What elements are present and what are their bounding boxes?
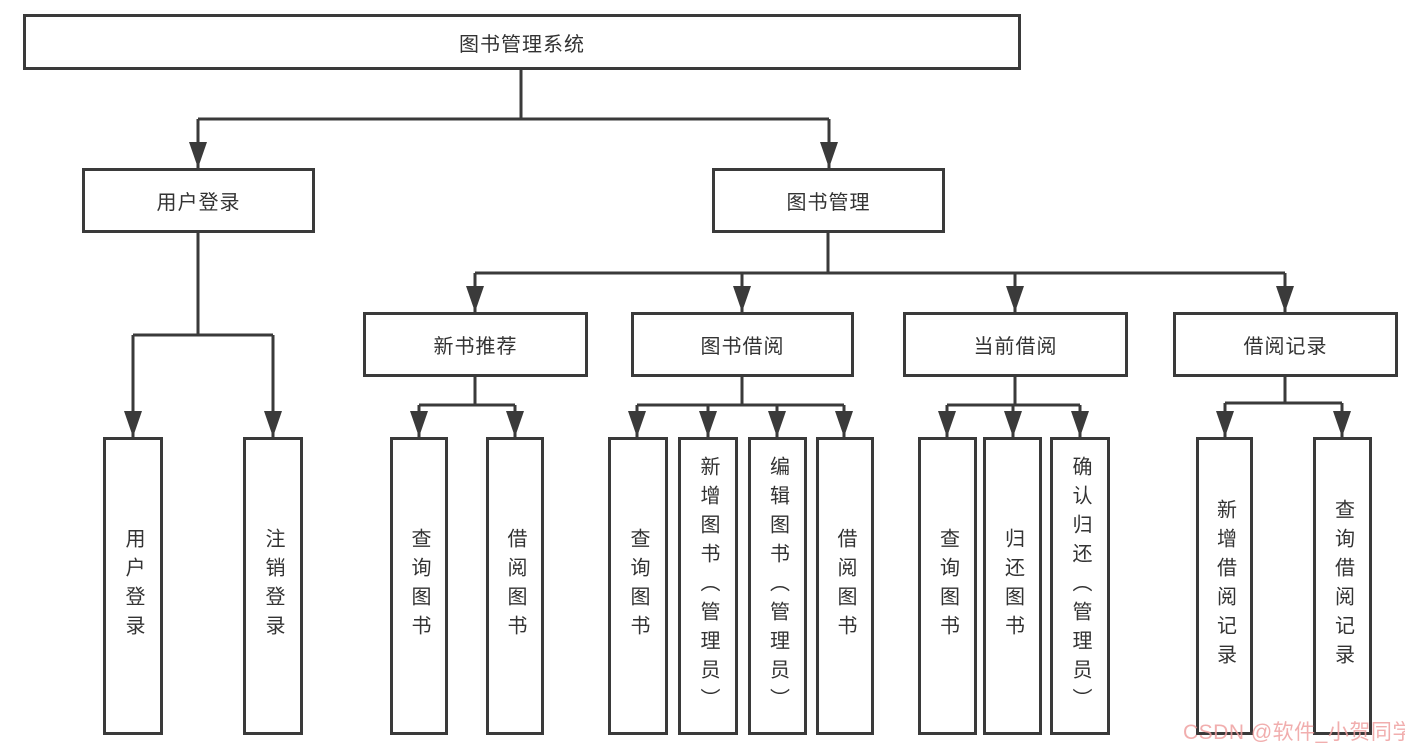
leaf-record-add-record: 新增借阅记录 bbox=[1196, 437, 1253, 735]
node-label: 确认归还（管理员） bbox=[1069, 455, 1091, 717]
node-label: 归还图书 bbox=[1001, 528, 1024, 644]
node-label: 查询图书 bbox=[627, 528, 649, 644]
leaf-user-login: 用户登录 bbox=[103, 437, 163, 735]
node-label: 借阅图书 bbox=[834, 528, 856, 644]
node-label: 当前借阅 bbox=[973, 336, 1058, 358]
leaf-recommend-query-book: 查询图书 bbox=[390, 437, 448, 735]
arrowheads bbox=[124, 142, 1351, 437]
node-label: 图书管理 bbox=[786, 192, 871, 214]
node-current-borrow: 当前借阅 bbox=[903, 312, 1128, 377]
leaf-current-return-book: 归还图书 bbox=[983, 437, 1042, 735]
node-label: 借阅记录 bbox=[1243, 336, 1328, 358]
leaf-logout: 注销登录 bbox=[243, 437, 303, 735]
csdn-watermark: CSDN @软件_小贺同学 bbox=[1183, 721, 1405, 744]
node-label: 新增图书（管理员） bbox=[697, 455, 719, 717]
node-library-management-system: 图书管理系统 bbox=[23, 14, 1021, 70]
node-new-book-recommend: 新书推荐 bbox=[363, 312, 588, 377]
leaf-borrow-edit-book-admin: 编辑图书（管理员） bbox=[748, 437, 807, 735]
node-label: 借阅图书 bbox=[504, 528, 526, 644]
leaf-borrow-add-book-admin: 新增图书（管理员） bbox=[678, 437, 738, 735]
node-label: 新增借阅记录 bbox=[1213, 499, 1236, 673]
node-book-management: 图书管理 bbox=[712, 168, 945, 233]
leaf-recommend-borrow-book: 借阅图书 bbox=[486, 437, 544, 735]
node-label: 用户登录 bbox=[122, 528, 144, 644]
node-label: 查询图书 bbox=[936, 528, 959, 644]
node-label: 图书管理系统 bbox=[459, 33, 585, 56]
node-book-borrow: 图书借阅 bbox=[631, 312, 854, 377]
leaf-current-confirm-return-admin: 确认归还（管理员） bbox=[1050, 437, 1110, 735]
leaf-record-query-record: 查询借阅记录 bbox=[1313, 437, 1372, 735]
node-label: 用户登录 bbox=[156, 192, 241, 214]
leaf-current-query-book: 查询图书 bbox=[918, 437, 977, 735]
node-label: 查询借阅记录 bbox=[1331, 499, 1354, 673]
leaf-borrow-query-book: 查询图书 bbox=[608, 437, 668, 735]
node-label: 新书推荐 bbox=[433, 336, 518, 358]
node-label: 注销登录 bbox=[262, 528, 284, 644]
node-label: 查询图书 bbox=[408, 528, 430, 644]
leaf-borrow-borrow-book: 借阅图书 bbox=[816, 437, 874, 735]
node-label: 图书借阅 bbox=[700, 336, 785, 358]
node-user-login: 用户登录 bbox=[82, 168, 315, 233]
node-borrow-record: 借阅记录 bbox=[1173, 312, 1398, 377]
node-label: 编辑图书（管理员） bbox=[766, 455, 789, 717]
